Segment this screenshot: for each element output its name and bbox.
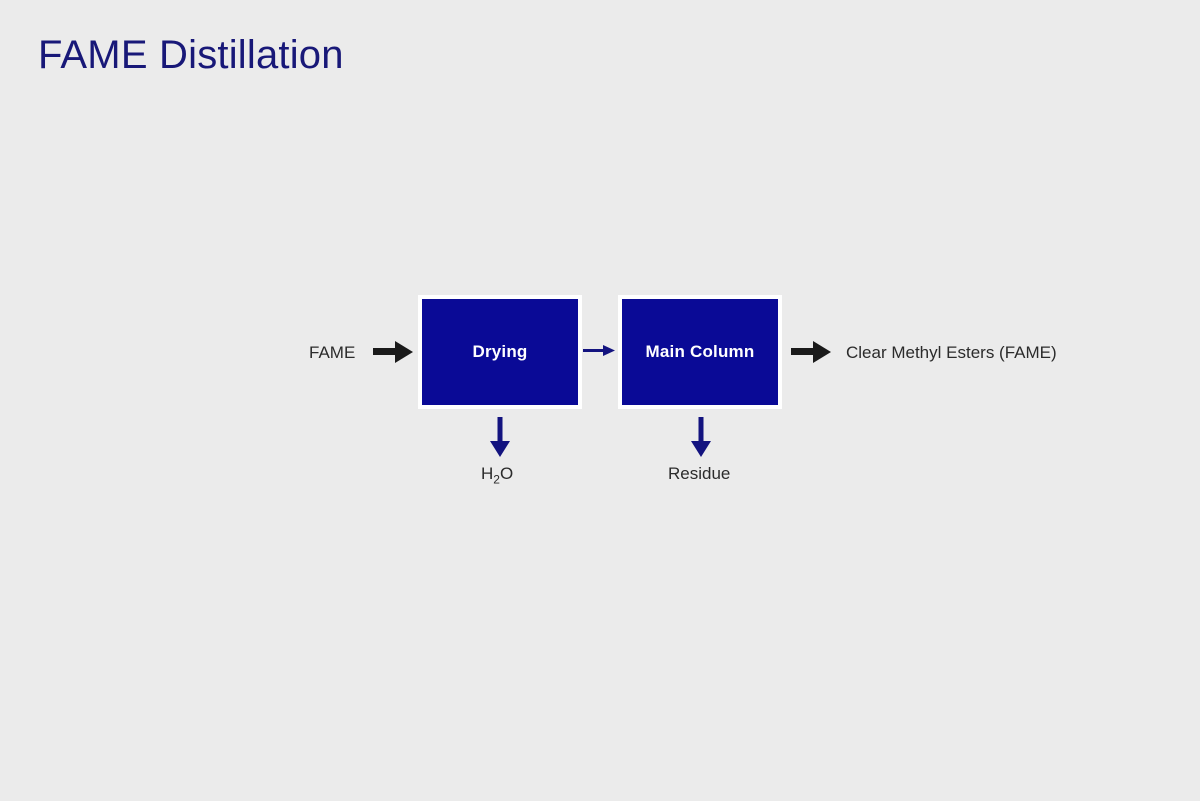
h2o-oxygen: O bbox=[499, 464, 514, 483]
h2o-element: H bbox=[481, 464, 494, 483]
drying-to-column-arrow-icon bbox=[583, 345, 615, 356]
product-arrow-icon bbox=[791, 341, 831, 363]
feed-arrow-icon bbox=[373, 341, 413, 363]
feed-label: FAME bbox=[309, 343, 356, 362]
page-title: FAME Distillation bbox=[38, 33, 344, 77]
process-box-drying[interactable]: Drying bbox=[418, 295, 582, 409]
column-byproduct-label: Residue bbox=[668, 464, 731, 483]
drying-byproduct-label: H2O bbox=[481, 464, 514, 487]
h2o-arrow-icon bbox=[490, 417, 510, 457]
product-label: Clear Methyl Esters (FAME) bbox=[846, 343, 1057, 362]
h2o-subscript: 2 bbox=[493, 472, 500, 487]
residue-arrow-icon bbox=[691, 417, 711, 457]
process-box-main-column-label: Main Column bbox=[645, 342, 755, 361]
process-box-main-column[interactable]: Main Column bbox=[618, 295, 782, 409]
process-box-drying-label: Drying bbox=[472, 342, 528, 361]
